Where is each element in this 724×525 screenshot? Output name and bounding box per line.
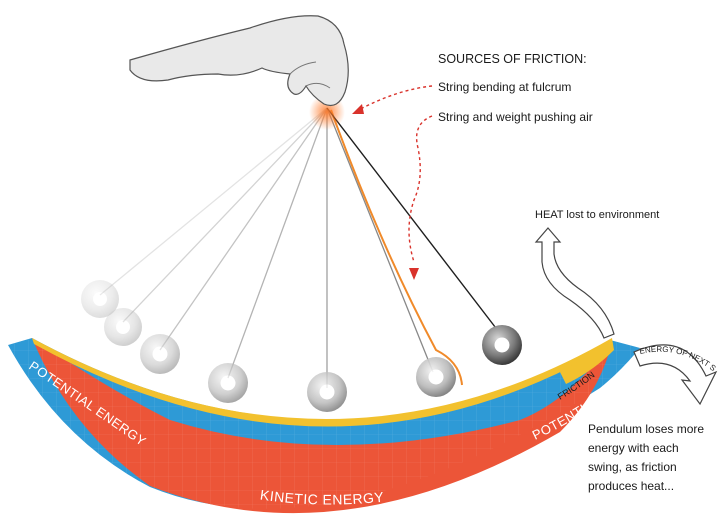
heat-label: HEAT lost to environment bbox=[535, 209, 659, 221]
next-swing-arrow-icon bbox=[633, 344, 718, 406]
caption-line-1: Pendulum loses more bbox=[588, 422, 704, 436]
friction-source-1: String bending at fulcrum bbox=[438, 80, 571, 94]
kinetic-energy-label: KINETIC ENERGY bbox=[259, 486, 385, 507]
pointer-air bbox=[408, 115, 433, 263]
caption-line-4: produces heat... bbox=[588, 479, 674, 493]
energy-bands bbox=[8, 338, 640, 514]
pendulum-bobs bbox=[81, 280, 522, 412]
pendulum-bob-icon bbox=[140, 334, 180, 374]
pendulum-bob-icon bbox=[416, 357, 456, 397]
pendulum-bob-icon bbox=[482, 325, 522, 365]
friction-source-2: String and weight pushing air bbox=[438, 110, 593, 124]
pointer-fulcrum bbox=[354, 85, 433, 113]
pendulum-bob-icon bbox=[81, 280, 119, 318]
hand-icon bbox=[129, 15, 349, 107]
pendulum-bob-icon bbox=[208, 363, 248, 403]
pendulum-bob-icon bbox=[307, 372, 347, 412]
caption-line-3: swing, as friction bbox=[588, 460, 677, 474]
pendulum-strings bbox=[99, 107, 503, 388]
friction-sources-title: SOURCES OF FRICTION: bbox=[438, 52, 587, 66]
caption-line-2: energy with each bbox=[588, 441, 679, 455]
pendulum-bob-icon bbox=[104, 308, 142, 346]
heat-arrow-icon bbox=[534, 227, 615, 339]
friction-band bbox=[32, 338, 612, 427]
